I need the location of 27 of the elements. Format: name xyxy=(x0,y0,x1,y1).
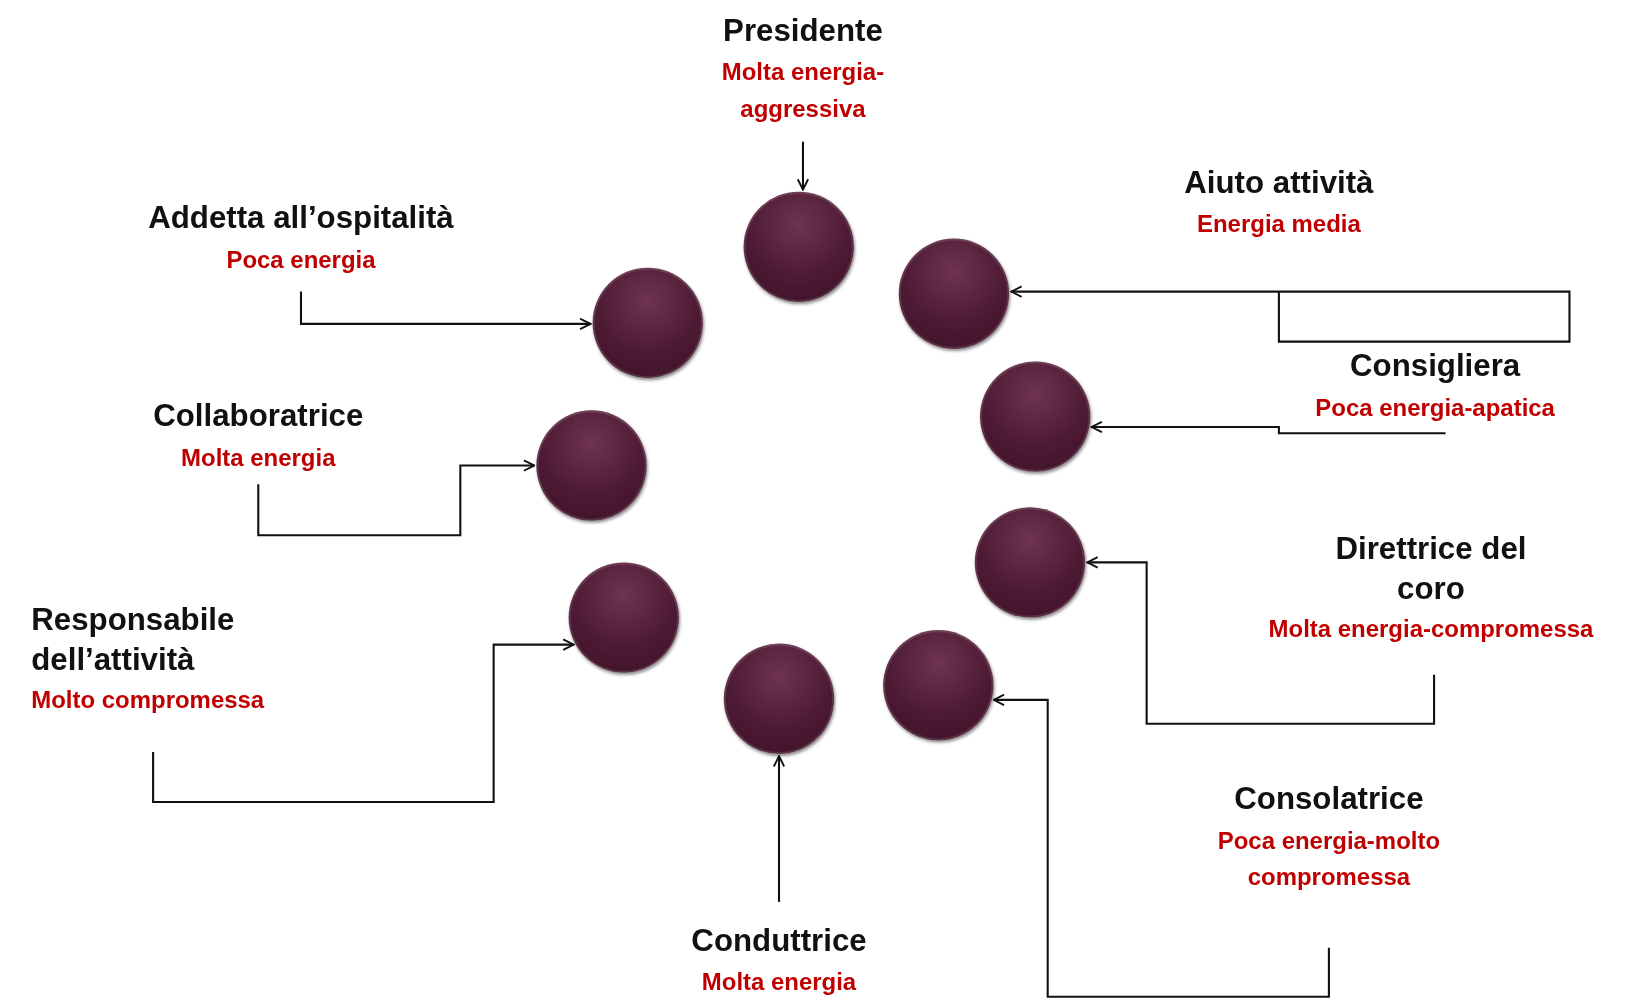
role-name: Responsabile dell’attività xyxy=(31,600,236,678)
energy-description: Molta energia- aggressiva xyxy=(720,56,886,124)
energy-description: Poca energia xyxy=(226,244,376,275)
role-name: Consigliera xyxy=(1350,346,1521,385)
leader-arrow xyxy=(1086,556,1436,725)
role-name: Conduttrice xyxy=(691,921,867,960)
energy-description: Poca energia-apatica xyxy=(1315,392,1555,423)
energy-description: Poca energia-molto compromessa xyxy=(1216,825,1442,893)
role-name: Aiuto attività xyxy=(1184,163,1374,201)
leader-arrow xyxy=(992,693,1330,998)
energy-description: Molta energia-compromessa xyxy=(1268,614,1594,645)
role-name: Direttrice del coro xyxy=(1334,530,1528,607)
leader-arrow xyxy=(772,755,786,902)
energy-description: Molta energia xyxy=(181,442,336,473)
role-name: Collaboratrice xyxy=(153,396,364,435)
leader-arrow xyxy=(1010,285,1571,343)
role-name: Addetta all’ospitalità xyxy=(148,198,454,237)
role-name: Presidente xyxy=(723,11,883,49)
energy-description: Molta energia xyxy=(701,967,857,998)
leader-arrow xyxy=(796,141,810,191)
energy-description: Energia media xyxy=(1197,208,1361,239)
energy-description: Molto compromessa xyxy=(31,685,265,716)
leader-arrow xyxy=(152,638,575,803)
leader-arrow xyxy=(257,459,536,537)
role-name: Consolatrice xyxy=(1234,780,1424,818)
leader-arrow xyxy=(1090,420,1446,435)
leader-arrow xyxy=(299,291,592,331)
